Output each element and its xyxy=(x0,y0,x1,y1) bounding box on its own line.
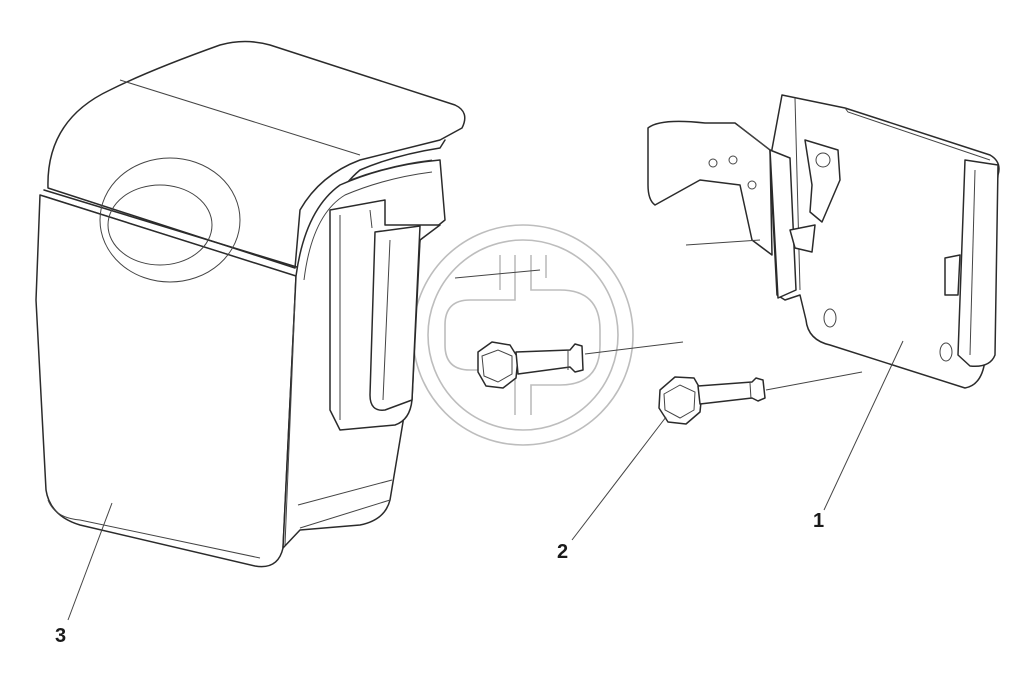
leader-line-1 xyxy=(823,340,904,511)
watermark-logo xyxy=(412,224,634,446)
assembly-lines xyxy=(454,269,863,391)
part-2-bolt-upper xyxy=(477,341,584,389)
leader-lines xyxy=(67,340,904,621)
leader-line-2 xyxy=(571,416,667,541)
leader-line-3 xyxy=(67,502,113,621)
part-2-bolt-lower xyxy=(658,376,766,425)
part-1-bracket xyxy=(647,94,1000,389)
part-3-cover xyxy=(35,40,466,568)
callout-label-2: 2 xyxy=(557,541,569,563)
callout-label-1: 1 xyxy=(813,510,825,532)
callout-label-3: 3 xyxy=(55,625,67,647)
